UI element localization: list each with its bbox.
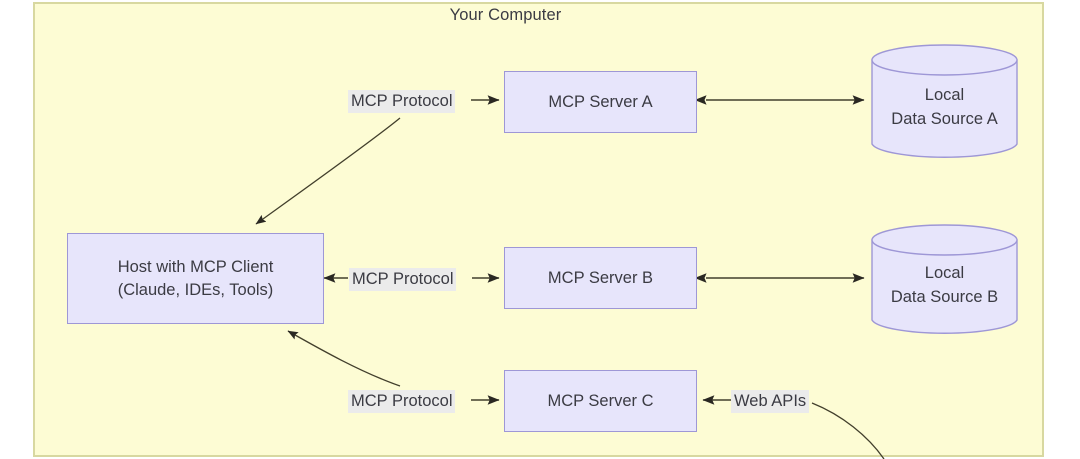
server-c-label: MCP Server C bbox=[547, 391, 654, 410]
host-label-line2: (Claude, IDEs, Tools) bbox=[117, 280, 274, 299]
edge-label-mcp-protocol-a: MCP Protocol bbox=[348, 90, 456, 114]
edge-label-web-apis: Web APIs bbox=[731, 390, 810, 414]
host-label-line1: Host with MCP Client bbox=[117, 258, 274, 277]
node-mcp-server-a[interactable]: MCP Server A bbox=[504, 71, 697, 133]
server-a-label: MCP Server A bbox=[548, 92, 653, 111]
server-b-label: MCP Server B bbox=[547, 268, 654, 287]
node-mcp-server-b[interactable]: MCP Server B bbox=[504, 247, 697, 309]
edge-label-mcp-protocol-c: MCP Protocol bbox=[348, 390, 456, 414]
node-host-with-mcp-client[interactable]: Host with MCP Client (Claude, IDEs, Tool… bbox=[67, 233, 324, 324]
node-local-data-source-b[interactable]: Local Data Source B bbox=[871, 224, 1018, 336]
diagram-title: Your Computer bbox=[449, 6, 562, 24]
cylinder-b-shape bbox=[871, 224, 1018, 334]
edge-label-mcp-protocol-b: MCP Protocol bbox=[349, 268, 457, 292]
node-local-data-source-a[interactable]: Local Data Source A bbox=[871, 44, 1018, 160]
node-mcp-server-c[interactable]: MCP Server C bbox=[504, 370, 697, 432]
cylinder-a-shape bbox=[871, 44, 1018, 158]
